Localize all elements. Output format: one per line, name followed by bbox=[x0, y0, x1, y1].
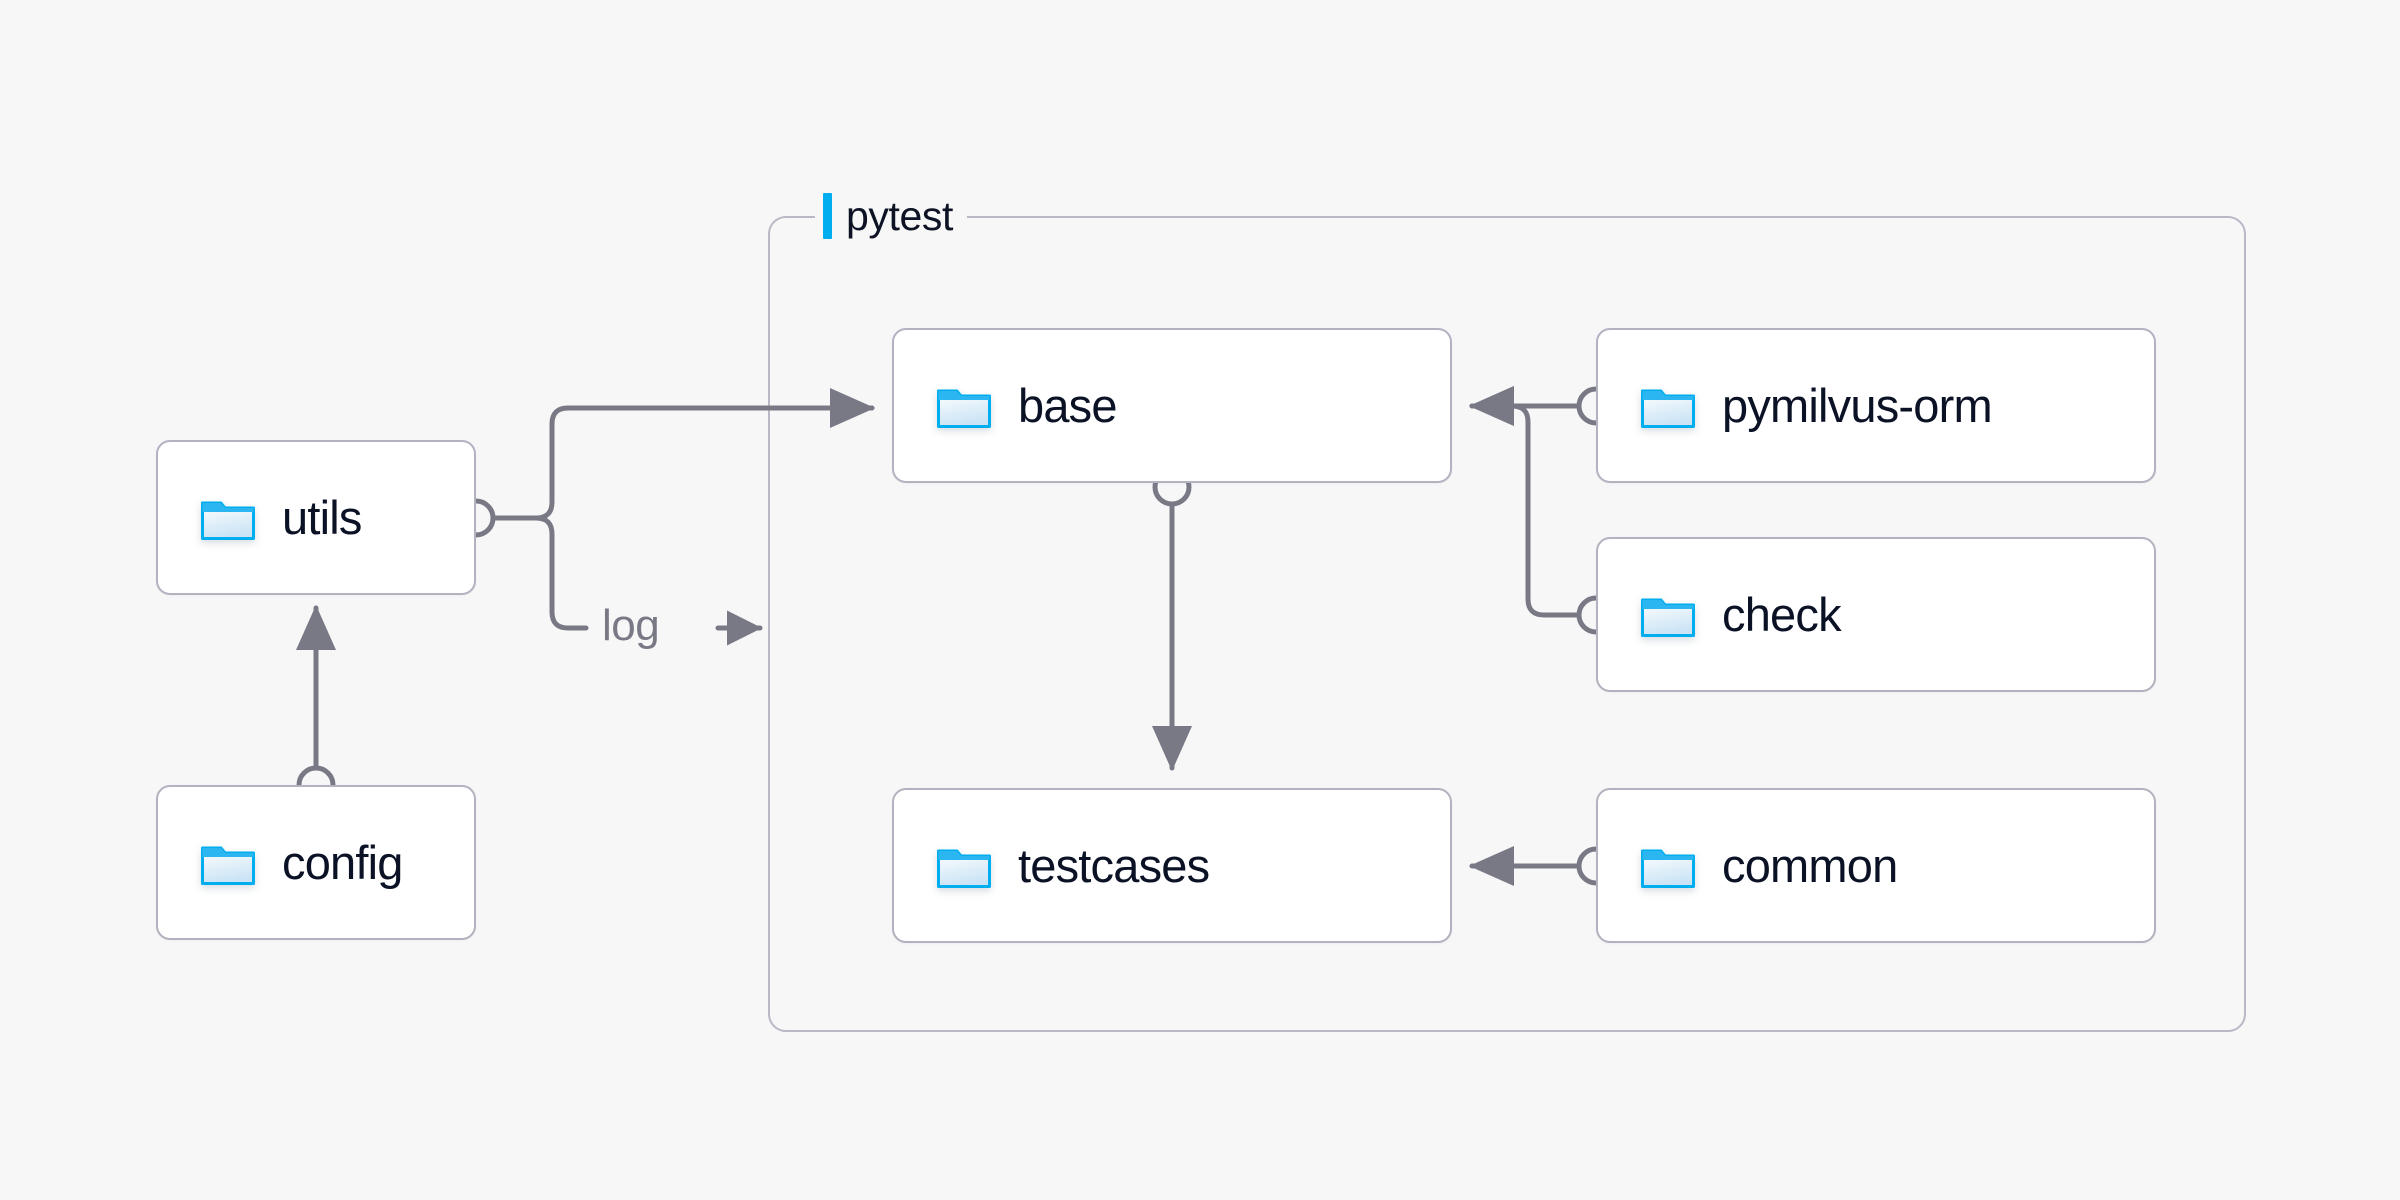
node-pymilvus-orm[interactable]: pymilvus-orm bbox=[1596, 328, 2156, 483]
edge-label-log: log bbox=[602, 601, 660, 650]
folder-icon bbox=[201, 501, 255, 540]
node-label: base bbox=[1018, 379, 1118, 432]
accent-bar-icon bbox=[823, 193, 832, 239]
node-testcases[interactable]: testcases bbox=[892, 788, 1452, 943]
edge-utils-to-log bbox=[517, 515, 589, 631]
group-label-pytest: pytest bbox=[815, 189, 967, 243]
node-utils[interactable]: utils bbox=[156, 440, 476, 595]
node-common[interactable]: common bbox=[1596, 788, 2156, 943]
node-check[interactable]: check bbox=[1596, 537, 2156, 692]
node-label: pymilvus-orm bbox=[1722, 379, 1993, 432]
folder-icon bbox=[1641, 389, 1695, 428]
group-title: pytest bbox=[846, 192, 953, 239]
node-label: common bbox=[1722, 839, 1898, 892]
node-base[interactable]: base bbox=[892, 328, 1452, 483]
folder-icon bbox=[937, 849, 991, 888]
folder-icon bbox=[201, 846, 255, 885]
group-container-pytest[interactable] bbox=[768, 216, 2246, 1032]
node-label: check bbox=[1722, 588, 1842, 641]
folder-icon bbox=[1641, 849, 1695, 888]
folder-icon bbox=[1641, 598, 1695, 637]
node-label: utils bbox=[282, 491, 362, 544]
node-config[interactable]: config bbox=[156, 785, 476, 940]
node-label: config bbox=[282, 836, 403, 889]
folder-icon bbox=[937, 389, 991, 428]
node-label: testcases bbox=[1018, 839, 1210, 892]
